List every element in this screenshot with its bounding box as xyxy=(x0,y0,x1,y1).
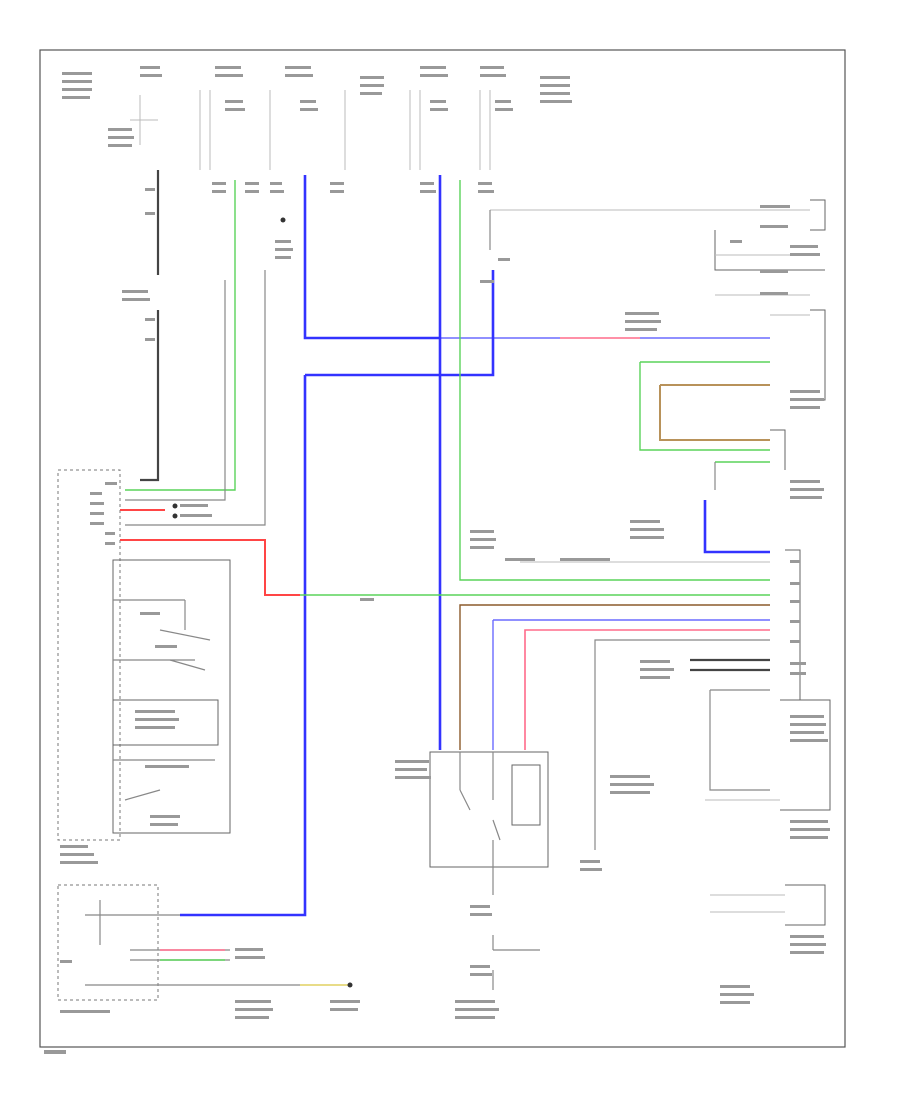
right-lower-modules xyxy=(705,690,831,1004)
left-black-wire xyxy=(122,170,160,482)
green-wire-top xyxy=(125,180,266,526)
top-connector-labels xyxy=(212,182,494,259)
footer-code-marker xyxy=(44,1050,66,1054)
center-relay xyxy=(395,751,549,1019)
top-fuse-labels xyxy=(62,66,572,103)
diagram-frame xyxy=(39,49,846,1048)
center-green xyxy=(459,180,770,581)
blue-wires xyxy=(180,175,770,917)
center-sensor xyxy=(580,740,654,871)
right-upper-wires xyxy=(560,337,770,490)
right-connectors xyxy=(490,199,826,499)
lower-bundle xyxy=(459,520,806,750)
fuse-drops xyxy=(108,90,513,170)
ecu-left xyxy=(57,469,231,864)
bottom-left-module xyxy=(57,884,360,1019)
red-wire xyxy=(120,503,770,601)
ecu-dashed-box xyxy=(57,469,121,841)
